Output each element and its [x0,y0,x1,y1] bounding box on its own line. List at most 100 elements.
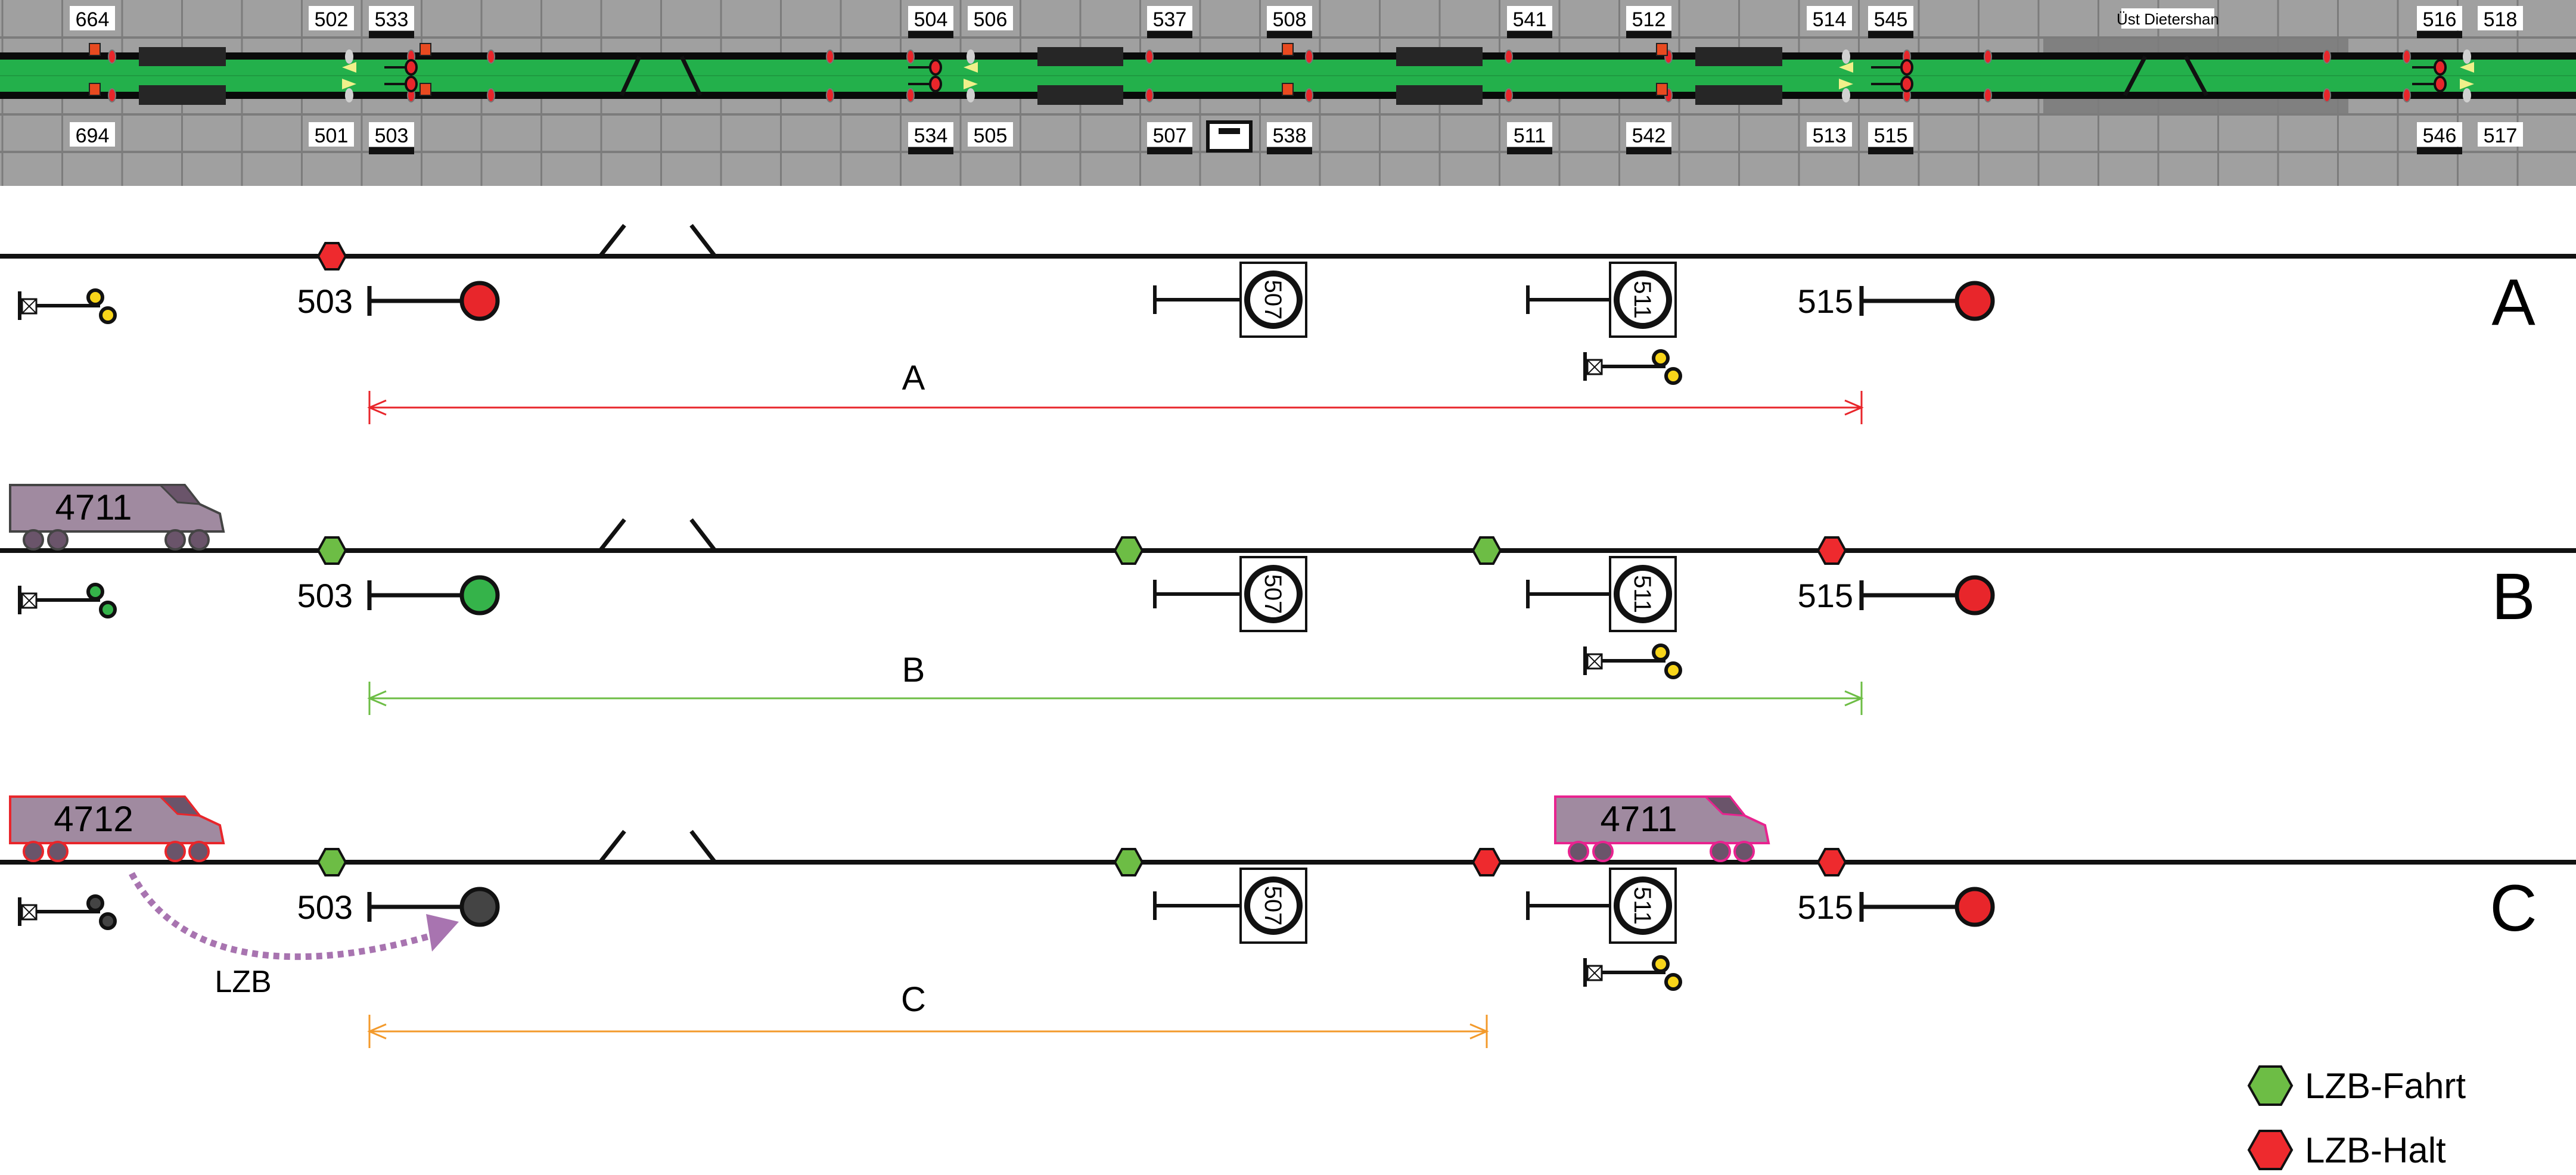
train-wheel [1568,841,1589,862]
train-wheel [23,841,44,862]
panel-t-symbol [1206,120,1253,153]
distant-signal-left [18,894,117,930]
signal-label-537: 537 [1147,6,1192,38]
train-4712: 4712 [9,795,225,862]
svg-text:541: 541 [1513,8,1547,31]
train-wheel [1733,841,1755,862]
svg-text:507: 507 [1153,125,1187,147]
track-signal-red [1145,88,1154,102]
train-wheel [164,841,186,862]
direction-arrow-icon [342,79,356,89]
track-signal-grey [345,49,353,64]
direction-arrow-icon [1839,79,1853,89]
track-signal-grey [1842,88,1850,102]
track-signal-red [2403,88,2411,102]
platform-block [1396,85,1483,105]
legend-item-lzb-fahrt: LZB-Fahrt [2247,1065,2466,1106]
track-signal-grey [1842,49,1850,64]
platform-block [1396,47,1483,66]
panel-main-signal [929,59,942,76]
track-signal-red [108,49,116,64]
panel-distant-signal [420,83,431,96]
signal-label-503: 503 [369,122,414,154]
svg-text:502: 502 [315,8,349,31]
svg-text:511: 511 [1629,575,1655,613]
direction-arrow-icon [964,62,978,73]
main-signal-503: 503 [297,281,500,321]
direction-arrow-icon [342,62,356,73]
svg-text:C: C [901,980,926,1019]
svg-text:694: 694 [76,125,110,147]
panel-main-signal [2434,76,2447,92]
svg-text:513: 513 [1813,125,1847,147]
signal-label-505: 505 [968,122,1013,147]
svg-text:503: 503 [297,577,353,614]
arrowhead-icon [426,914,459,952]
signal-label-541: 541 [1507,6,1552,38]
direction-arrow-icon [2460,62,2474,73]
track-signal-grey [967,49,975,64]
block-section-dimension: C [367,980,1489,1048]
lzb-halt-marker [1471,848,1502,876]
train-wheel [164,529,186,551]
signal-label-516: 516 [2417,6,2462,38]
track-signal-grey [967,88,975,102]
signal-label-515: 515 [1868,122,1913,154]
block-board-507: 507 [1153,556,1307,632]
svg-text:503: 503 [297,888,353,926]
train-wheel [188,841,210,862]
direction-arrow-icon [1839,62,1853,73]
signal-label-545: 545 [1868,6,1913,38]
panel-main-signal [405,59,418,76]
train-wheel [23,529,44,551]
legend-item-lzb-halt: LZB-Halt [2247,1130,2446,1170]
track-signal-red [108,88,116,102]
svg-text:503: 503 [297,282,353,320]
svg-text:511: 511 [1629,887,1655,925]
track-signal-red [1145,49,1154,64]
svg-text:507: 507 [1260,574,1286,614]
train-window [158,795,202,817]
signal-label-501: 501 [309,122,354,147]
platform-block [1037,47,1123,66]
lzb-fahrt-marker [316,536,347,565]
track-signal-red [2323,49,2331,64]
scenario-letter: B [2491,560,2535,633]
train-wheel [1592,841,1614,862]
svg-text:515: 515 [1798,888,1853,926]
signal-label-511: 511 [1507,122,1552,154]
track-signal-red [487,88,495,102]
scenario-letter: A [2491,266,2535,339]
lzb-fahrt-marker [1471,536,1502,565]
block-board-511: 511 [1526,262,1677,338]
main-signal-503: 503 [297,887,500,927]
train-wheel [188,529,210,551]
panel-distant-signal [1282,83,1294,96]
train-4711: 4711 [9,484,225,551]
svg-text:507: 507 [1260,280,1286,320]
lzb-fahrt-marker [316,848,347,876]
platform-block [1037,85,1123,105]
track-signal-red [1505,49,1513,64]
svg-text:504: 504 [914,8,948,31]
svg-text:501: 501 [315,125,349,147]
train-wheel [47,841,69,862]
train-wheel [1710,841,1731,862]
svg-text:516: 516 [2423,8,2457,31]
block-board-507: 507 [1153,262,1307,338]
green-hexagon-icon [2247,1065,2294,1106]
train-number: 4711 [55,487,132,527]
panel-main-signal [2434,59,2447,76]
svg-text:518: 518 [2484,8,2518,31]
track-signal-red [1984,88,1992,102]
svg-text:505: 505 [974,125,1008,147]
svg-text:538: 538 [1273,125,1307,147]
switch-right [689,829,717,864]
signal-label-504: 504 [908,6,953,38]
track-signal-red [826,49,834,64]
block-section-dimension: B [367,651,1864,715]
switch-right [689,223,717,258]
block-board-511: 511 [1526,868,1677,944]
